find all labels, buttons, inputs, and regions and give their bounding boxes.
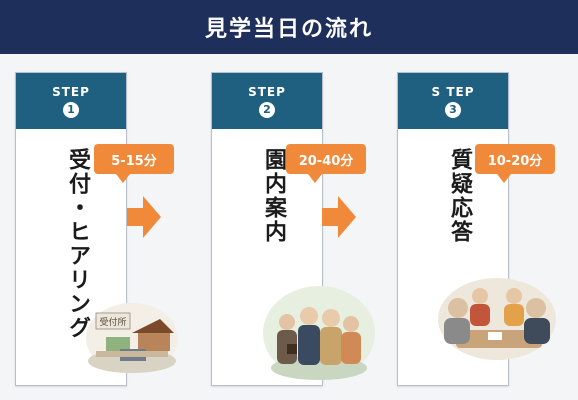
step-card-1: STEP 1 受付・ヒアリング [15,72,127,386]
step-number: 1 [63,101,79,118]
duration-badge-3: 10-20分 [475,144,555,183]
staff-group-illustration [263,286,375,380]
step-number: 3 [445,101,461,118]
duration-badge-1: 5-15分 [94,144,174,183]
step-title: 受付・ヒアリング [65,148,90,340]
step-header-2: STEP 2 [212,73,322,129]
arrow-right-icon [127,196,161,238]
step-header-1: STEP 1 [16,73,126,129]
step-number: 2 [259,101,275,118]
duration-badge-2: 20-40分 [286,144,366,183]
step-title: 園内案内 [261,148,286,244]
step-label: STEP [52,84,90,99]
arrow-right-icon [322,196,356,238]
svg-text:受付所: 受付所 [99,316,126,328]
step-label: STEP [248,84,286,99]
step-label: S TEP [431,84,475,99]
reception-counter-illustration: 受付所 [86,303,178,373]
header-banner: 見学当日の流れ [0,0,578,54]
page-title: 見学当日の流れ [204,17,373,42]
meeting-table-illustration [438,278,556,360]
step-header-3: S TEP 3 [398,73,508,129]
step-title: 質疑応答 [447,148,472,244]
